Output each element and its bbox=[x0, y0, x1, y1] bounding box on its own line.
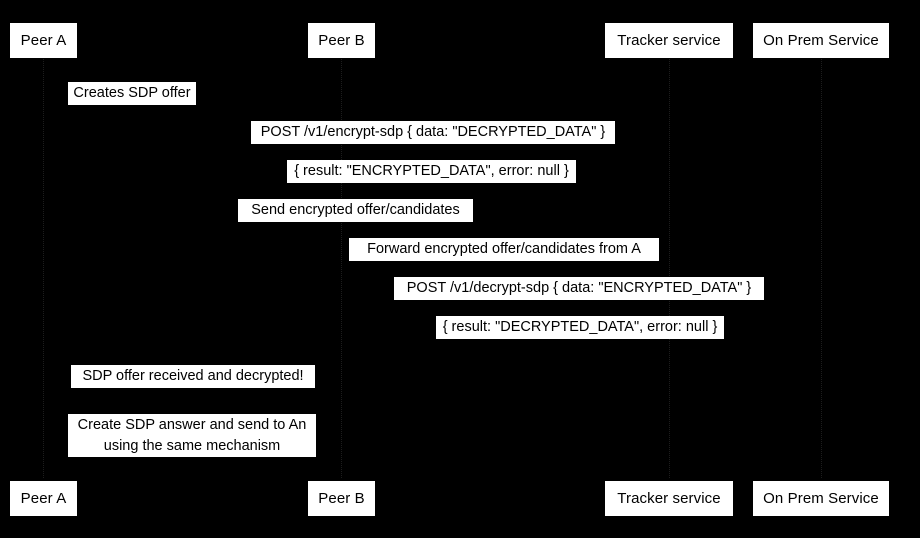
lifeline-on-prem-service bbox=[821, 57, 823, 478]
note-sdp-offer-received[interactable]: SDP offer received and decrypted! bbox=[71, 365, 315, 388]
participant-tracker-service-bottom[interactable]: Tracker service bbox=[605, 481, 733, 516]
message-post-decrypt-sdp[interactable]: POST /v1/decrypt-sdp { data: "ENCRYPTED_… bbox=[394, 277, 764, 300]
note-create-sdp-answer[interactable]: Create SDP answer and send to An using t… bbox=[68, 414, 316, 457]
participant-on-prem-service-bottom[interactable]: On Prem Service bbox=[753, 481, 889, 516]
message-send-encrypted-offer[interactable]: Send encrypted offer/candidates bbox=[238, 199, 473, 222]
participant-tracker-service-top[interactable]: Tracker service bbox=[605, 23, 733, 58]
participant-peer-b-bottom[interactable]: Peer B bbox=[308, 481, 375, 516]
message-encrypt-sdp-result[interactable]: { result: "ENCRYPTED_DATA", error: null … bbox=[287, 160, 576, 183]
lifeline-tracker-service bbox=[669, 57, 671, 478]
participant-peer-b-top[interactable]: Peer B bbox=[308, 23, 375, 58]
participant-on-prem-service-top[interactable]: On Prem Service bbox=[753, 23, 889, 58]
message-post-encrypt-sdp[interactable]: POST /v1/encrypt-sdp { data: "DECRYPTED_… bbox=[251, 121, 615, 144]
lifeline-peer-a bbox=[43, 57, 45, 478]
note-create-sdp-answer-line-1: Create SDP answer and send to An bbox=[77, 417, 307, 433]
message-forward-encrypted-offer[interactable]: Forward encrypted offer/candidates from … bbox=[349, 238, 659, 261]
message-creates-sdp-offer[interactable]: Creates SDP offer bbox=[68, 82, 196, 105]
lifeline-peer-b bbox=[341, 57, 343, 478]
message-decrypt-sdp-result[interactable]: { result: "DECRYPTED_DATA", error: null … bbox=[436, 316, 724, 339]
note-create-sdp-answer-line-2: using the same mechanism bbox=[103, 438, 281, 454]
participant-peer-a-bottom[interactable]: Peer A bbox=[10, 481, 77, 516]
participant-peer-a-top[interactable]: Peer A bbox=[10, 23, 77, 58]
